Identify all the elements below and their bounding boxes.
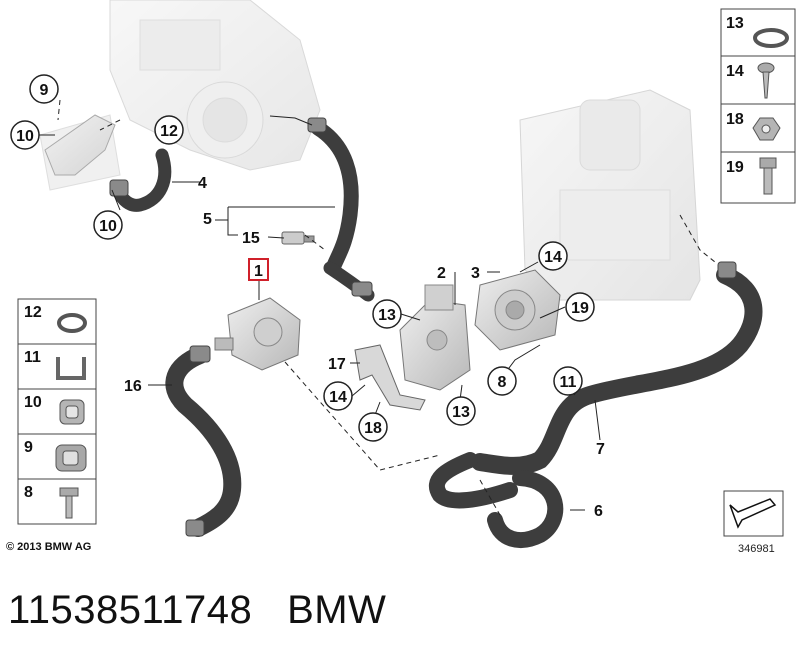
svg-text:13: 13 <box>726 15 744 32</box>
legend-item-14: 14 <box>726 62 775 99</box>
svg-text:13: 13 <box>378 307 396 324</box>
clamp-icon <box>57 313 87 333</box>
label-15: 15 <box>242 230 260 247</box>
clamp-icon <box>753 28 789 48</box>
svg-text:14: 14 <box>544 249 562 266</box>
coolant-valve <box>399 284 471 391</box>
svg-text:9: 9 <box>40 82 49 99</box>
legend-left: 12 11 10 9 8 <box>17 298 97 525</box>
label-7: 7 <box>596 441 605 458</box>
bolt-icon <box>59 487 79 519</box>
svg-text:18: 18 <box>364 420 382 437</box>
label-4: 4 <box>198 175 207 192</box>
callout-10-bottom: 10 <box>93 210 123 240</box>
sensor-15 <box>281 231 315 245</box>
callout-19: 19 <box>565 292 595 322</box>
coupling-icon <box>59 399 85 425</box>
callout-18: 18 <box>358 412 388 442</box>
screw-icon <box>757 62 775 99</box>
brand-name: BMW <box>287 588 387 632</box>
hose-6b <box>487 470 564 548</box>
svg-text:14: 14 <box>726 63 744 80</box>
callout-13-b: 13 <box>446 396 476 426</box>
svg-text:12: 12 <box>160 123 178 140</box>
svg-text:10: 10 <box>16 128 34 145</box>
hose-7 <box>471 266 763 475</box>
hose-clamps <box>109 117 737 537</box>
callout-12: 12 <box>154 115 184 145</box>
legend-item-19: 19 <box>726 157 777 195</box>
svg-text:12: 12 <box>24 304 42 321</box>
svg-text:9: 9 <box>24 439 33 456</box>
callout-8: 8 <box>487 366 517 396</box>
arrow-icon <box>729 498 777 529</box>
svg-text:8: 8 <box>498 374 507 391</box>
legend-item-8: 8 <box>24 484 79 519</box>
flange-pump <box>474 269 561 351</box>
callout-14-a: 14 <box>538 241 568 271</box>
aux-water-pump <box>214 297 301 371</box>
svg-text:13: 13 <box>452 404 470 421</box>
clip-icon <box>56 357 86 380</box>
callout-1-highlight: 1 <box>248 258 269 281</box>
legend-item-11: 11 <box>24 349 86 380</box>
hoses <box>111 120 763 548</box>
svg-text:11: 11 <box>24 349 41 366</box>
callout-10-top: 10 <box>10 120 40 150</box>
hose-16 <box>165 346 242 537</box>
svg-text:14: 14 <box>329 389 347 406</box>
label-16: 16 <box>124 378 142 395</box>
svg-text:10: 10 <box>99 218 117 235</box>
label-2: 2 <box>437 265 446 282</box>
bolt-icon <box>759 157 777 195</box>
nut-icon <box>752 117 781 141</box>
part-caption: 11538511748 BMW <box>8 588 386 633</box>
legend-item-10: 10 <box>24 394 85 425</box>
svg-text:19: 19 <box>571 300 589 317</box>
coupling-icon-large <box>55 444 87 472</box>
label-17: 17 <box>328 356 346 373</box>
svg-text:11: 11 <box>560 374 577 391</box>
reference-lines <box>57 99 716 516</box>
callout-13-a: 13 <box>372 299 402 329</box>
hose-4 <box>111 148 172 212</box>
label-6: 6 <box>594 503 603 520</box>
copyright-notice: © 2013 BMW AG <box>6 541 92 553</box>
svg-text:19: 19 <box>726 159 744 176</box>
callout-11: 11 <box>553 366 583 396</box>
svg-text:10: 10 <box>24 394 42 411</box>
svg-text:8: 8 <box>24 484 33 501</box>
orientation-arrow-box <box>723 490 784 537</box>
callout-9: 9 <box>29 74 59 104</box>
hose-5-upper <box>310 120 359 276</box>
hose-6a <box>428 452 518 509</box>
label-3: 3 <box>471 265 480 282</box>
legend-item-9: 9 <box>24 439 87 472</box>
callout-14-b: 14 <box>323 381 353 411</box>
diagram-id: 346981 <box>738 543 775 555</box>
label-5: 5 <box>203 211 212 228</box>
part-number: 11538511748 <box>8 588 253 632</box>
legend-item-13: 13 <box>726 15 789 48</box>
t-connector-upper-left <box>44 114 116 176</box>
legend-right: 13 14 18 19 <box>720 8 796 204</box>
bracket-17 <box>354 344 426 411</box>
svg-text:18: 18 <box>726 111 744 128</box>
legend-item-18: 18 <box>726 111 781 141</box>
svg-text:1: 1 <box>254 263 263 280</box>
legend-item-12: 12 <box>24 304 87 333</box>
